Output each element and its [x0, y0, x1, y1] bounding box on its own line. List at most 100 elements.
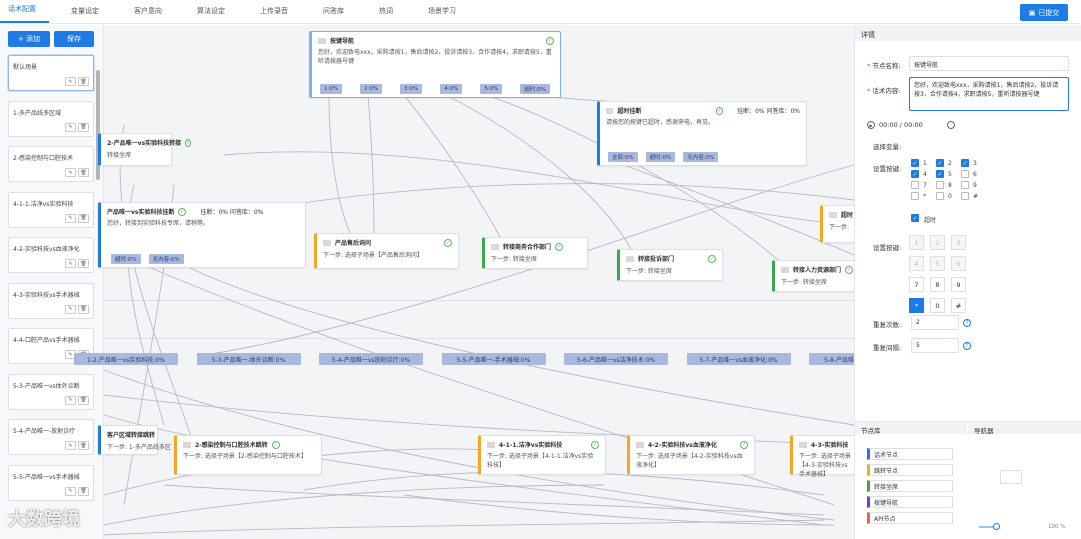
- tab-upload-recording[interactable]: 上传录音: [260, 7, 288, 15]
- delete-icon[interactable]: 🗑: [78, 441, 89, 450]
- help-icon[interactable]: ?: [963, 319, 971, 327]
- key-checkbox[interactable]: [911, 192, 919, 200]
- keypad-key[interactable]: 0: [930, 298, 945, 313]
- transfer-node-hr[interactable]: 转接人力资源部门✓ 下一步: 转接坐席: [772, 260, 862, 292]
- jump-node-lab-blood[interactable]: 4-2-实验科技vs血液净化✓ 下一步: 选择子场景【4-2-实验科技vs血液净…: [627, 435, 755, 475]
- product-hangup-node[interactable]: 产品唯一vs实验科技挂断✓挂断：0% 问答库：0% 您好，转接到实验科技专席，请…: [98, 202, 306, 268]
- library-node-item[interactable]: 话术节点: [867, 448, 953, 460]
- help-icon[interactable]: ?: [963, 342, 971, 350]
- keypad-key[interactable]: 2: [930, 235, 945, 250]
- flow-canvas[interactable]: 按键导航✓ 您好，欢迎致电xxx，采购请按1，售后请按2，投诉请按3，合作请按4…: [74, 25, 869, 539]
- volume-icon[interactable]: [946, 121, 955, 129]
- delete-icon[interactable]: 🗑: [78, 486, 89, 496]
- library-node-item[interactable]: 按键导航: [867, 496, 953, 508]
- keypad-key[interactable]: 9: [951, 277, 966, 292]
- key-checkbox[interactable]: [911, 181, 919, 189]
- keypad-key[interactable]: 8: [930, 277, 945, 292]
- transfer-node-business[interactable]: 转接商务合作部门✓ 下一步: 转接坐席: [482, 237, 588, 269]
- edit-icon[interactable]: ✎: [65, 77, 76, 86]
- delete-icon[interactable]: 🗑: [78, 168, 89, 177]
- edit-icon[interactable]: ✎: [65, 213, 76, 223]
- navigator-viewport[interactable]: [1000, 470, 1022, 484]
- sidebar-scrollbar[interactable]: [96, 70, 100, 180]
- transfer-node-complaint[interactable]: 转接投诉部门✓ 下一步: 转接坐席: [617, 249, 723, 281]
- delete-icon[interactable]: 🗑: [78, 395, 89, 405]
- branch-pill[interactable]: 5-7-产品唯一vs血液净化:0%: [686, 353, 791, 365]
- keypad-key[interactable]: 3: [951, 235, 966, 250]
- key-checkbox[interactable]: [936, 192, 944, 200]
- keypad-key[interactable]: 4: [909, 256, 924, 271]
- edit-icon[interactable]: ✎: [65, 259, 76, 268]
- audio-player[interactable]: ▶ 00:00 / 00:00: [867, 121, 955, 129]
- zoom-slider-track[interactable]: [979, 526, 999, 528]
- branch-port[interactable]: 3:0%: [400, 84, 423, 94]
- branch-port[interactable]: 2:0%: [360, 84, 383, 94]
- key-checkbox[interactable]: ✓: [911, 170, 919, 178]
- delete-icon[interactable]: 🗑: [78, 77, 89, 86]
- branch-port[interactable]: 超时:0%: [645, 152, 676, 162]
- node-name-input[interactable]: 按键导航: [909, 56, 1069, 71]
- add-scene-button[interactable]: + 添加: [8, 31, 50, 47]
- repeat-interval-input[interactable]: 5: [911, 338, 959, 353]
- edit-icon[interactable]: ✎: [65, 395, 76, 405]
- scene-item[interactable]: 4-2-实验科技vs血液净化✎🗑: [8, 237, 94, 273]
- zoom-slider-handle[interactable]: [993, 523, 1000, 530]
- tab-hot-words[interactable]: 热词: [379, 7, 393, 15]
- submit-button[interactable]: ▣ 已提交: [1020, 4, 1068, 21]
- product-transfer-node[interactable]: 2-产品唯一vs实验科技转接✓ 转接坐席: [98, 133, 192, 166]
- keypad-key[interactable]: 7: [909, 277, 924, 292]
- tab-qa-library[interactable]: 问答库: [323, 7, 344, 15]
- play-icon[interactable]: ▶: [867, 121, 875, 129]
- scene-item[interactable]: 默认场景✎🗑: [8, 55, 94, 91]
- keypad-key[interactable]: 1: [909, 235, 924, 250]
- scene-item[interactable]: 4-3-实验科技vs手术器械✎🗑: [8, 282, 94, 319]
- repeat-count-input[interactable]: 2: [911, 315, 959, 330]
- scene-item[interactable]: 4-1-1.洁净vs实验科技✎🗑: [8, 191, 94, 228]
- edit-icon[interactable]: ✎: [65, 304, 76, 314]
- delete-icon[interactable]: 🗑: [78, 304, 89, 314]
- tab-script-config[interactable]: 话术配置: [0, 0, 49, 23]
- jump-node-infection[interactable]: 2-感染控制与口腔技术跳转✓ 下一步: 选择子场景【2-感染控制与口腔技术】: [174, 435, 322, 475]
- branch-port[interactable]: 超时:0%: [111, 254, 141, 264]
- keypad-key[interactable]: 6: [951, 256, 966, 271]
- key-checkbox[interactable]: ✓: [961, 159, 969, 167]
- branch-pill[interactable]: 1-2.产品唯一vs实验科技:0%: [74, 353, 178, 365]
- library-node-item[interactable]: 转接坐席: [867, 480, 953, 492]
- branch-port[interactable]: 无内容:0%: [148, 254, 184, 264]
- key-checkbox[interactable]: [961, 192, 969, 200]
- tab-algorithm[interactable]: 算法设定: [197, 7, 225, 15]
- jump-node-lab-surgical[interactable]: 4-3-实验科技 下一步: 选择子场景【4-3-实验科技vs手术器械】: [790, 435, 860, 478]
- save-button[interactable]: 保存: [54, 31, 94, 47]
- timeout-checkbox[interactable]: ✓: [911, 214, 919, 222]
- library-node-item[interactable]: API节点: [867, 512, 953, 524]
- key-checkbox[interactable]: ✓: [936, 170, 944, 178]
- key-checkbox[interactable]: ✓: [911, 159, 919, 167]
- edit-icon[interactable]: ✎: [65, 486, 76, 496]
- keypad-key[interactable]: #: [951, 298, 966, 313]
- jump-node-after-sales[interactable]: 产品售后询问✓ 下一步: 选择子场景【产品售后询问】: [314, 233, 459, 269]
- scene-item[interactable]: 2-感染控制与口腔技术✎🗑: [8, 146, 94, 182]
- key-checkbox[interactable]: [961, 170, 969, 178]
- scene-item[interactable]: 1-多产品线多区域✎🗑: [8, 100, 94, 137]
- delete-icon[interactable]: 🗑: [78, 213, 89, 223]
- delete-icon[interactable]: 🗑: [78, 259, 89, 268]
- key-navigation-node[interactable]: 按键导航✓ 您好，欢迎致电xxx，采购请按1，售后请按2，投诉请按3，合作请按4…: [309, 31, 561, 98]
- branch-pill[interactable]: 5-3-产品唯一-体外诊断:0%: [196, 353, 301, 365]
- branch-pill[interactable]: 5-6-产品唯一vs洁净技术:0%: [564, 353, 668, 365]
- keypad-key[interactable]: *: [909, 298, 924, 313]
- timeout-hangup-node[interactable]: 超时挂断✓挂断：0% 问答库：0% 请按您的按键已超时，感谢来电，再见。 全部:…: [597, 101, 807, 166]
- branch-pill[interactable]: 5-5-产品唯一-手术器械:0%: [441, 353, 546, 365]
- edit-icon[interactable]: ✎: [65, 441, 76, 450]
- branch-port[interactable]: 全部:0%: [608, 152, 638, 162]
- tab-intent[interactable]: 客户意向: [134, 7, 162, 15]
- tab-scene-learning[interactable]: 场景学习: [428, 7, 456, 15]
- edit-icon[interactable]: ✎: [65, 122, 76, 132]
- tab-variables[interactable]: 变量设定: [71, 7, 99, 15]
- scene-item[interactable]: 5-5-产品唯一vs手术器械✎🗑: [8, 464, 94, 501]
- edit-icon[interactable]: ✎: [65, 168, 76, 177]
- key-checkbox[interactable]: [936, 181, 944, 189]
- key-checkbox[interactable]: [961, 181, 969, 189]
- content-textarea[interactable]: 您好，欢迎致电xxx，采购请按1，售后请按2，投诉请按3，合作请按4，求职请按5…: [909, 77, 1069, 111]
- scene-item[interactable]: 5-4-产品唯一-放射诊疗✎🗑: [8, 419, 94, 455]
- scene-item[interactable]: 5-3-产品唯一vs体外诊断✎🗑: [8, 373, 94, 410]
